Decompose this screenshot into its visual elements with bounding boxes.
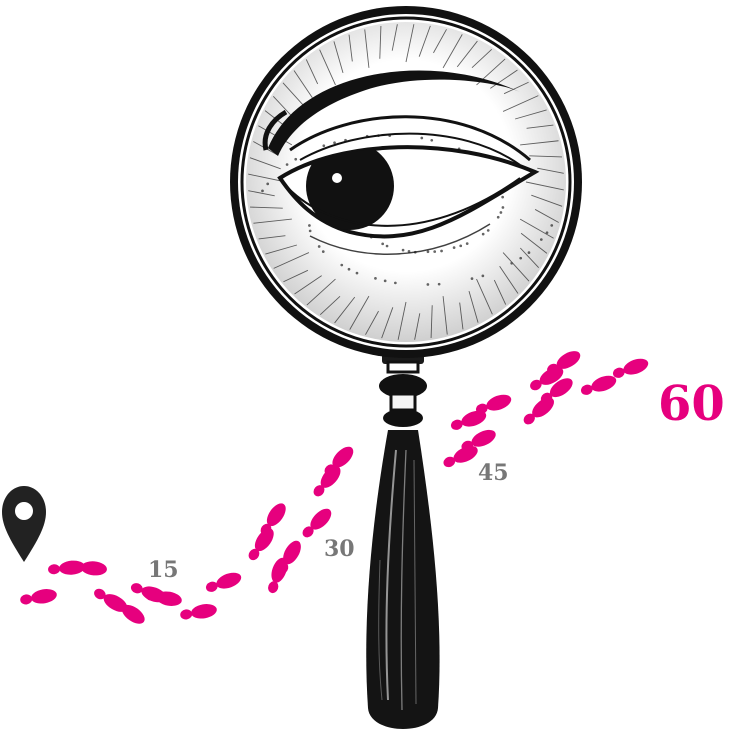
footprint-icon xyxy=(260,503,286,536)
footprint-icon xyxy=(313,466,341,497)
footprint-icon xyxy=(580,375,617,395)
footprint-icon xyxy=(248,528,274,561)
footprint-icon xyxy=(450,410,487,430)
footprint-icon xyxy=(205,572,242,592)
footprint-icon xyxy=(612,358,649,378)
footprint-icon xyxy=(461,429,496,452)
footprint-trail xyxy=(20,351,649,624)
footprint-icon xyxy=(277,540,301,574)
footprint-icon xyxy=(70,561,107,576)
footprint-icon xyxy=(443,445,478,468)
footprint-icon xyxy=(180,604,217,620)
footprint-icon xyxy=(112,598,145,624)
marker-label-15: 15 xyxy=(148,557,179,583)
footprint-icon xyxy=(20,589,57,605)
marker-label-45: 45 xyxy=(478,460,509,486)
footprint-icon xyxy=(145,590,182,606)
footprint-icon xyxy=(540,378,573,404)
marker-label-30: 30 xyxy=(324,536,355,562)
marker-label-60: 60 xyxy=(658,376,725,432)
eye-icon xyxy=(262,70,540,255)
footprint-icon xyxy=(302,508,332,538)
footprint-icon xyxy=(523,397,554,425)
location-pin-icon xyxy=(2,486,46,562)
glass-handle xyxy=(366,350,440,729)
footprint-icon xyxy=(547,351,581,375)
footprint-icon xyxy=(475,394,512,414)
footprint-icon xyxy=(324,446,354,476)
magnifying-glass-icon xyxy=(230,6,582,729)
